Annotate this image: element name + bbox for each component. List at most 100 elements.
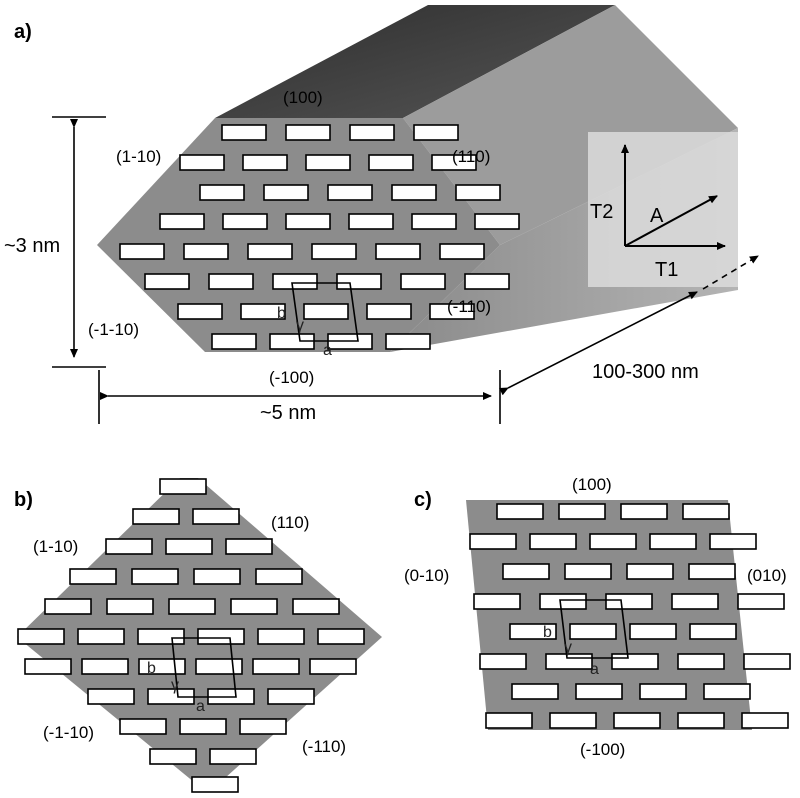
- panel-a-chain: [429, 303, 475, 320]
- cell-a-label-c: a: [590, 661, 599, 678]
- panel-b-chain: [105, 538, 153, 555]
- chains-panel-a: [119, 124, 520, 350]
- panel-a-chain: [455, 184, 501, 201]
- face-m110-label: (-110): [447, 297, 491, 316]
- panel-b-chain: [119, 718, 167, 735]
- panel-a-chain: [222, 213, 268, 230]
- cell-gamma-label-a: γ: [296, 317, 304, 334]
- panel-b-chain: [239, 718, 287, 735]
- panel-a-chain: [439, 243, 485, 260]
- panel-a-chain: [199, 184, 245, 201]
- face-m100-label: (-100): [269, 368, 314, 387]
- panel-a-chain: [349, 124, 395, 141]
- panel-a-chain: [208, 273, 254, 290]
- panel-b-chain: [225, 538, 273, 555]
- panel-a-chain: [183, 243, 229, 260]
- panel-a-chain: [375, 243, 421, 260]
- panel-c-chain: [575, 683, 623, 700]
- panel-c-chain: [626, 563, 674, 580]
- panel-b-face-1-10: (1-10): [33, 537, 78, 556]
- panel-a-label: a): [14, 21, 32, 43]
- panel-b-chain: [77, 628, 125, 645]
- panel-a-chain: [336, 273, 382, 290]
- chains-panel-b: [17, 478, 365, 793]
- panel-b-chain: [192, 508, 240, 525]
- panel-c-chain: [496, 503, 544, 520]
- panel-a-chain: [431, 154, 477, 171]
- panel-b-chain: [292, 598, 340, 615]
- panel-b-chain: [255, 568, 303, 585]
- panel-b-chain: [317, 628, 365, 645]
- panel-b-chain: [137, 628, 185, 645]
- panel-c-chain: [671, 593, 719, 610]
- cell-b-label-a: b: [277, 305, 286, 322]
- panel-a-chain: [247, 243, 293, 260]
- panel-c-chain: [682, 503, 730, 520]
- face-110-label: (110): [452, 147, 490, 166]
- panel-c-cross-section: [466, 500, 752, 730]
- panel-a-chain: [474, 213, 520, 230]
- panel-c-face-0-10: (0-10): [404, 566, 449, 585]
- panel-c-chain: [629, 623, 677, 640]
- panel-c-chain: [539, 593, 587, 610]
- panel-c-chain: [549, 712, 597, 729]
- panel-b-chain: [69, 568, 117, 585]
- panel-c-chain: [737, 593, 785, 610]
- panel-b-chain: [165, 538, 213, 555]
- face-100-label: (100): [283, 88, 323, 107]
- panel-a-chain: [177, 303, 223, 320]
- panel-c-chain: [545, 653, 593, 670]
- panel-a-chain: [211, 333, 257, 350]
- panel-c-face-100: (100): [572, 475, 612, 494]
- panel-b-chain: [81, 658, 129, 675]
- length-arrow: [499, 291, 698, 396]
- panel-a-chain: [327, 184, 373, 201]
- panel-c-chain: [611, 653, 659, 670]
- panel-b-chain: [179, 718, 227, 735]
- panel-b-chain: [131, 568, 179, 585]
- panel-c-chain: [677, 712, 725, 729]
- panel-c-chain: [569, 623, 617, 640]
- panel-b-chain: [309, 658, 357, 675]
- panel-a-chain: [179, 154, 225, 171]
- panel-c-chain: [589, 533, 637, 550]
- panel-c-chain: [605, 593, 653, 610]
- panel-a: a) b γ a (100) (1-10) (110) (-1-10) (-11…: [4, 5, 759, 424]
- panel-c-chain: [558, 503, 606, 520]
- panel-a-chain: [285, 124, 331, 141]
- cross-section-face: [97, 118, 500, 352]
- panel-a-chain: [285, 213, 331, 230]
- panel-a-chain: [221, 124, 267, 141]
- panel-c-chain: [509, 623, 557, 640]
- panel-a-chain: [272, 273, 318, 290]
- panel-a-chain: [391, 184, 437, 201]
- panel-b-chain: [209, 748, 257, 765]
- panel-c-chain: [502, 563, 550, 580]
- panel-a-chain: [305, 154, 351, 171]
- panel-b-chain: [230, 598, 278, 615]
- cell-a-label-b: a: [196, 698, 205, 715]
- panel-b-face-m110: (-110): [302, 737, 346, 756]
- prism-top-face: [215, 5, 615, 118]
- panel-c-chain: [677, 653, 725, 670]
- panel-a-chain: [303, 303, 349, 320]
- t2-axis-label: T2: [590, 201, 613, 223]
- panel-b: b) b γ a (1-10) (110) (-1-10) (-110): [14, 478, 382, 793]
- panel-a-chain: [366, 303, 412, 320]
- axes-box: [588, 132, 738, 287]
- panel-c-chain: [473, 593, 521, 610]
- panel-b-chain: [193, 568, 241, 585]
- cell-b-label-c: b: [543, 624, 552, 641]
- panel-b-chain: [257, 628, 305, 645]
- panel-a-chain: [240, 303, 286, 320]
- panel-c-chain: [688, 563, 736, 580]
- panel-b-chain: [17, 628, 65, 645]
- panel-b-chain: [132, 508, 180, 525]
- face-1-10-label: (1-10): [116, 147, 161, 166]
- panel-a-chain: [464, 273, 510, 290]
- panel-c-chain: [620, 503, 668, 520]
- panel-b-face-110: (110): [271, 513, 309, 532]
- panel-c-chain: [511, 683, 559, 700]
- unit-cell-c: [559, 599, 629, 659]
- panel-a-chain: [411, 213, 457, 230]
